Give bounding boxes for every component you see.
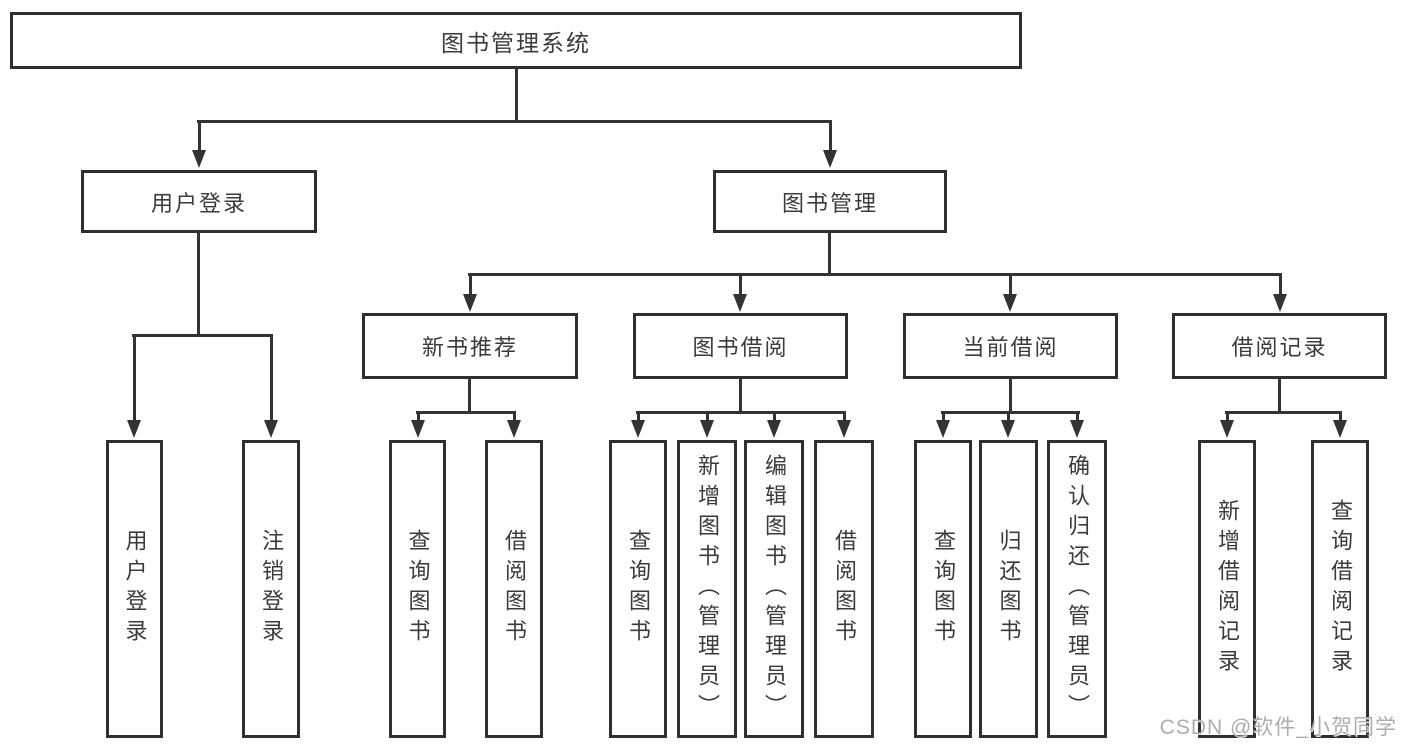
node-new-book-rec: 新书推荐 xyxy=(362,313,578,379)
arrow-down-icon xyxy=(1333,420,1347,438)
node-leaf-user-login: 用户登录 xyxy=(106,440,163,738)
node-label: 用户登录 xyxy=(150,190,247,216)
connector-line xyxy=(1225,411,1342,414)
node-label: 查询图书 xyxy=(626,529,651,649)
connector-line xyxy=(132,334,273,337)
connector-line xyxy=(941,411,1080,414)
node-label: 查询图书 xyxy=(405,529,431,649)
node-leaf-query-borrow-record: 查询借阅记录 xyxy=(1311,440,1369,738)
arrow-down-icon xyxy=(1003,294,1017,312)
node-book-borrow: 图书借阅 xyxy=(633,313,848,379)
connector-line xyxy=(828,233,831,276)
arrow-down-icon xyxy=(733,294,747,312)
node-label: 新增图书（管理员） xyxy=(695,454,720,724)
node-leaf-logout: 注销登录 xyxy=(242,440,300,738)
arrow-down-icon xyxy=(463,294,477,312)
node-leaf-query-books-1: 查询图书 xyxy=(389,440,446,738)
node-label: 查询图书 xyxy=(931,529,956,649)
connector-line xyxy=(468,273,1282,276)
arrow-down-icon xyxy=(411,420,425,438)
connector-arrow-stem xyxy=(468,273,472,296)
node-label: 借阅图书 xyxy=(502,529,527,649)
node-leaf-confirm-return: 确认归还（管理员） xyxy=(1047,440,1107,738)
connector-line xyxy=(197,233,200,337)
connector-arrow-stem xyxy=(705,411,709,422)
connector-line xyxy=(416,411,516,414)
connector-arrow-stem xyxy=(1338,411,1342,422)
node-label: 查询借阅记录 xyxy=(1328,499,1353,679)
node-label: 图书借阅 xyxy=(692,335,789,360)
node-label: 新增借阅记录 xyxy=(1215,499,1240,679)
connector-arrow-stem xyxy=(1075,411,1079,422)
arrow-down-icon xyxy=(1001,420,1015,438)
connector-arrow-stem xyxy=(512,411,516,422)
connector-arrow-stem xyxy=(416,411,420,422)
connector-line xyxy=(468,379,471,413)
node-label: 图书管理 xyxy=(781,190,878,216)
connector-line xyxy=(1278,379,1281,413)
arrow-down-icon xyxy=(127,420,141,438)
connector-arrow-stem xyxy=(828,120,832,152)
connector-arrow-stem xyxy=(269,334,273,422)
arrow-down-icon xyxy=(767,420,781,438)
node-label: 当前借阅 xyxy=(962,335,1059,360)
node-label: 图书管理系统 xyxy=(441,29,591,56)
node-label: 编辑图书（管理员） xyxy=(762,454,787,724)
node-current-borrow: 当前借阅 xyxy=(903,313,1118,379)
node-leaf-borrow-books-1: 借阅图书 xyxy=(485,440,543,738)
connector-line xyxy=(515,69,518,123)
arrow-down-icon xyxy=(1220,420,1234,438)
node-label: 归还图书 xyxy=(996,529,1022,649)
connector-line xyxy=(1009,379,1012,413)
node-borrow-records: 借阅记录 xyxy=(1172,313,1387,379)
connector-arrow-stem xyxy=(1225,411,1229,422)
connector-arrow-stem xyxy=(842,411,846,422)
arrow-down-icon xyxy=(507,420,521,438)
connector-line xyxy=(197,120,832,123)
arrow-down-icon xyxy=(837,420,851,438)
arrow-down-icon xyxy=(823,150,837,168)
arrow-down-icon xyxy=(192,150,206,168)
connector-line xyxy=(739,379,742,413)
node-book-mgmt: 图书管理 xyxy=(713,170,947,233)
node-label: 借阅图书 xyxy=(832,529,857,649)
node-label: 注销登录 xyxy=(259,529,284,649)
connector-arrow-stem xyxy=(738,273,742,296)
node-label: 用户登录 xyxy=(122,529,148,649)
node-leaf-query-books-2: 查询图书 xyxy=(609,440,667,738)
arrow-down-icon xyxy=(700,420,714,438)
watermark-text: CSDN @软件_小贺同学 xyxy=(1159,716,1397,739)
arrow-down-icon xyxy=(1273,294,1287,312)
connector-arrow-stem xyxy=(772,411,776,422)
arrow-down-icon xyxy=(264,420,278,438)
connector-arrow-stem xyxy=(1006,411,1010,422)
connector-arrow-stem xyxy=(636,411,640,422)
node-leaf-borrow-books-2: 借阅图书 xyxy=(814,440,874,738)
connector-arrow-stem xyxy=(941,411,945,422)
node-user-login: 用户登录 xyxy=(81,170,317,233)
node-label: 确认归还（管理员） xyxy=(1065,454,1090,724)
connector-arrow-stem xyxy=(1008,273,1012,296)
connector-line xyxy=(636,411,846,414)
arrow-down-icon xyxy=(1070,420,1084,438)
node-label: 新书推荐 xyxy=(421,335,518,360)
connector-arrow-stem xyxy=(1278,273,1282,296)
arrow-down-icon xyxy=(631,420,645,438)
node-leaf-add-books: 新增图书（管理员） xyxy=(677,440,737,738)
node-leaf-add-borrow-record: 新增借阅记录 xyxy=(1198,440,1256,738)
connector-arrow-stem xyxy=(132,334,136,422)
node-leaf-edit-books: 编辑图书（管理员） xyxy=(744,440,804,738)
node-label: 借阅记录 xyxy=(1231,335,1328,360)
node-leaf-query-books-3: 查询图书 xyxy=(914,440,972,738)
node-leaf-return-books: 归还图书 xyxy=(979,440,1038,738)
node-root: 图书管理系统 xyxy=(10,12,1022,69)
connector-arrow-stem xyxy=(197,120,201,152)
arrow-down-icon xyxy=(936,420,950,438)
